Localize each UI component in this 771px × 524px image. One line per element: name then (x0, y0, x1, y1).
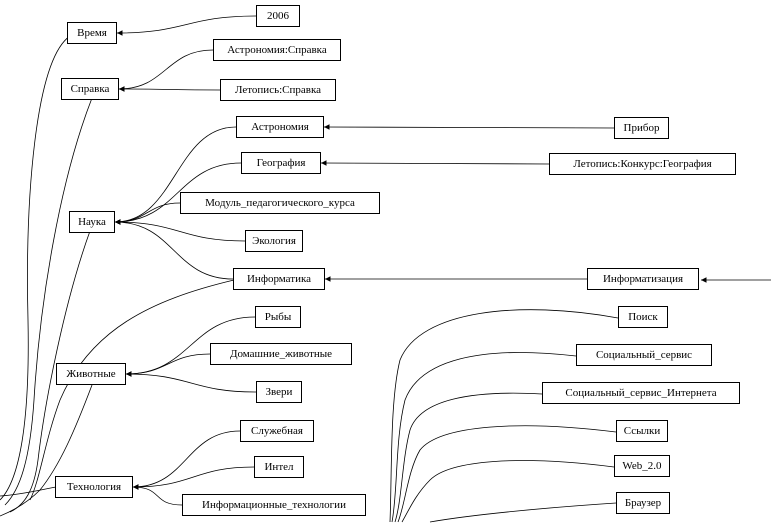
node-sluzhebnaya: Служебная (240, 420, 314, 442)
edge-ekologiya-to-nauka (114, 219, 246, 242)
edge-zveri-to-zhivotnye (125, 371, 257, 393)
node-soc-servis-int: Социальный_сервис_Интернета (542, 382, 740, 404)
node-zveri: Звери (256, 381, 302, 403)
edge-layer (114, 15, 615, 506)
edge-informatika-to-nauka (114, 219, 234, 280)
edge-domashnie-to-zhivotnye (125, 353, 211, 377)
node-intel: Интел (254, 456, 304, 478)
edge-astronomiya-to-nauka (114, 126, 237, 225)
right-curve-soc-servis-int (394, 392, 543, 523)
node-tekhnologiya: Технология (55, 476, 133, 498)
node-2006: 2006 (256, 5, 300, 27)
edge-modul-to-nauka (114, 202, 181, 225)
node-informatizatsiya: Информатизация (587, 268, 699, 290)
node-spravka: Справка (61, 78, 119, 100)
edge-astronomy_spravka-to-spravka (118, 49, 214, 92)
node-informatika: Информатика (233, 268, 325, 290)
left-curve-tekhnologiya (0, 486, 57, 497)
edge-letopis_konkurs-to-geografiya (320, 160, 550, 166)
node-poisk: Поиск (618, 306, 668, 328)
edge-sluzhebnaya-to-tekhnologiya (132, 430, 241, 490)
edge-intel-to-tekhnologiya (132, 466, 255, 490)
left-curve-spravka (4, 97, 93, 506)
node-ekologiya: Экология (245, 230, 303, 252)
left-curve-vremya (0, 35, 71, 501)
right-curve-web20 (401, 460, 615, 523)
node-ssylki: Ссылки (616, 420, 668, 442)
left-curve-nauka (9, 230, 91, 513)
edge-letopis_spravka-to-spravka (118, 86, 221, 92)
node-vremya: Время (67, 22, 117, 44)
left-curve-zhivotnye (0, 384, 93, 517)
node-nauka: Наука (69, 211, 115, 233)
edge-n2006-to-vremya (116, 15, 257, 36)
node-info-tech: Информационные_технологии (182, 494, 366, 516)
node-astronomiya: Астрономия (236, 116, 324, 138)
right-curve-ssylki (397, 425, 617, 523)
node-ryby: Рыбы (255, 306, 301, 328)
node-pribor: Прибор (614, 117, 669, 139)
node-web20: Web_2.0 (614, 455, 670, 477)
edge-geografiya-to-nauka (114, 162, 242, 225)
edge-pribor-to-astronomiya (323, 124, 615, 130)
node-modul: Модуль_педагогического_курса (180, 192, 380, 214)
right-curve-poisk (389, 309, 619, 523)
edge-info_tech-to-tekhnologiya (132, 484, 183, 506)
node-zhivotnye: Животные (56, 363, 126, 385)
left-curve-informatika (29, 279, 235, 501)
node-letopis-konkurs: Летопись:Конкурс:География (549, 153, 736, 175)
node-soc-servis: Социальный_сервис (576, 344, 712, 366)
right-curve-soc-servis (391, 352, 577, 523)
right-curve-brauzer (429, 502, 617, 523)
node-letopis-spravka: Летопись:Справка (220, 79, 336, 101)
node-domashnie: Домашние_животные (210, 343, 352, 365)
node-geografiya: География (241, 152, 321, 174)
node-astronomy-spravka: Астрономия:Справка (213, 39, 341, 61)
node-brauzer: Браузер (616, 492, 670, 514)
